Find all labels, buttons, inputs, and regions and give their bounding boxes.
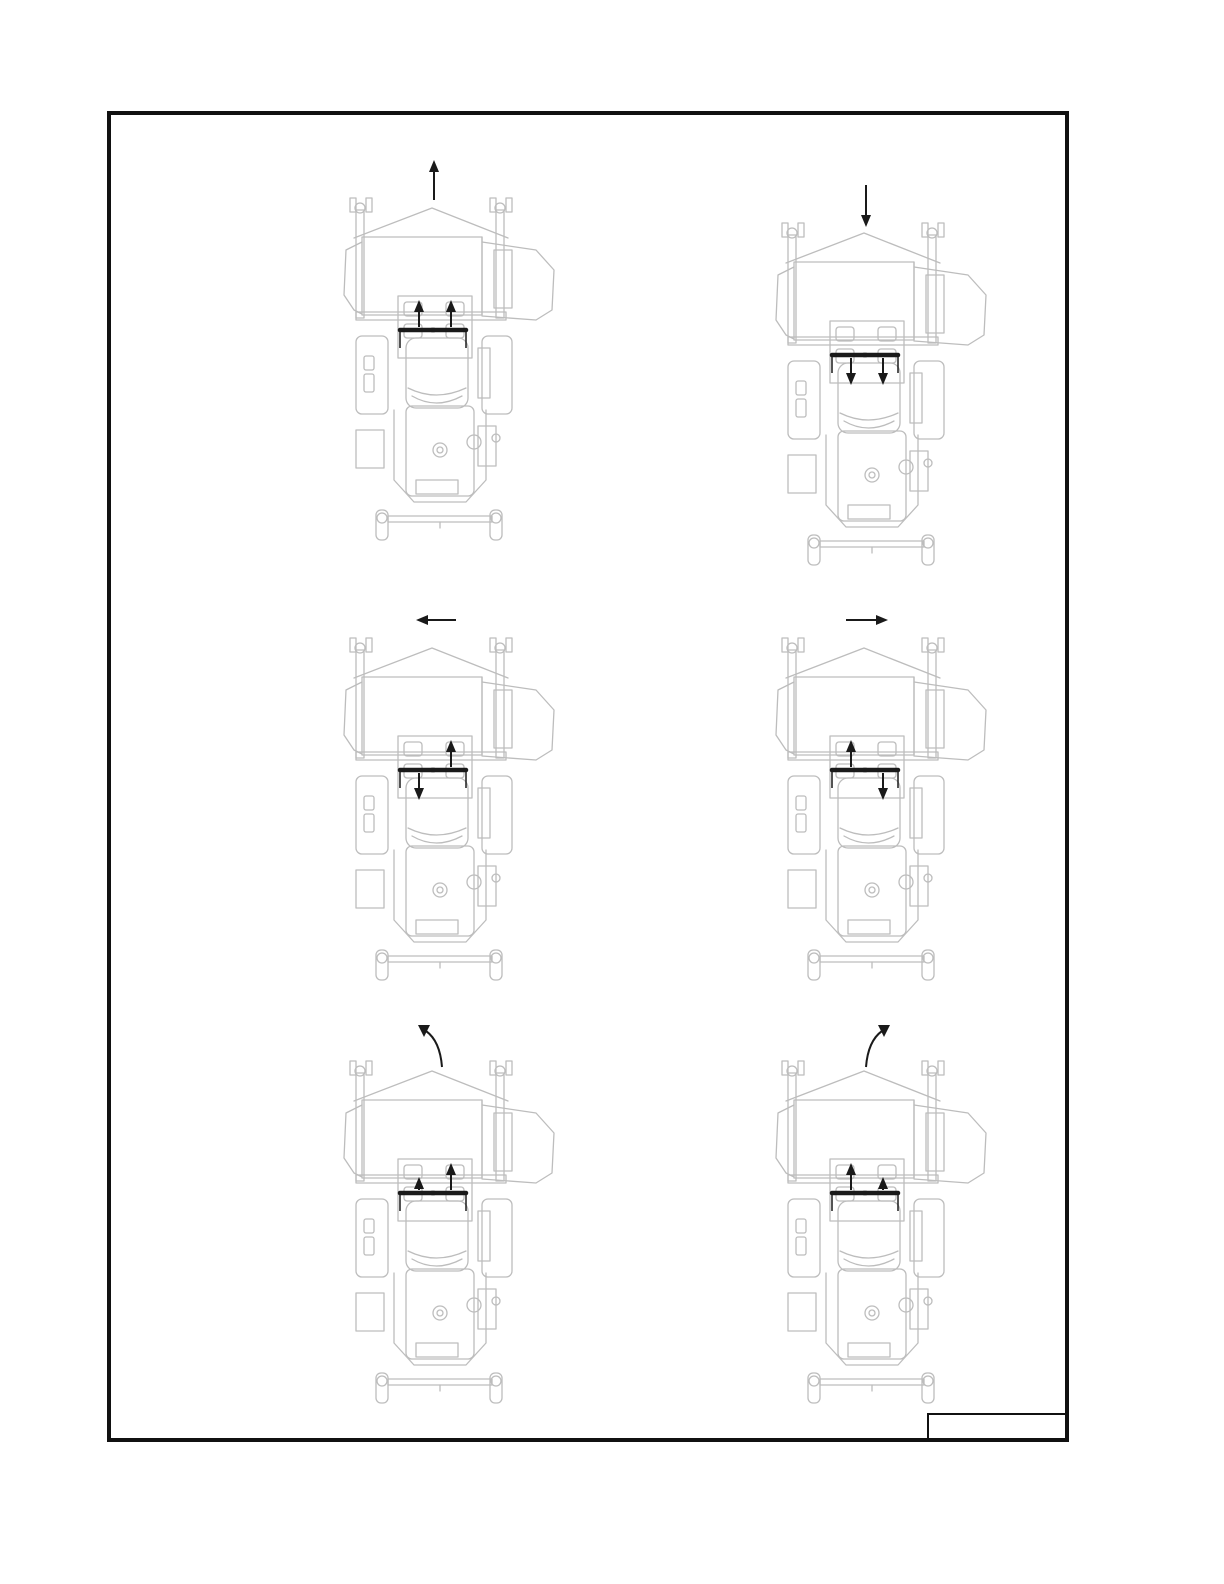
- arrow-head: [861, 215, 871, 227]
- right-control-lever: [864, 770, 898, 800]
- control-diagram-panels: [344, 160, 986, 1403]
- curved-arrow-left-icon: [418, 1025, 442, 1067]
- left-control-lever: [400, 770, 434, 800]
- mower-top-view: [776, 223, 986, 565]
- mower-top-view: [344, 198, 554, 540]
- panel-spin-right: [776, 615, 986, 980]
- title-block: [928, 1414, 1067, 1440]
- arrow-head: [418, 1025, 430, 1037]
- curved-arrow-right-icon: [866, 1025, 890, 1067]
- arrow-right-icon: [846, 615, 888, 625]
- right-control-lever: [864, 1177, 898, 1211]
- panel-turn-right: [776, 1025, 986, 1403]
- arrow-head: [878, 1025, 890, 1037]
- mower-top-view: [776, 638, 986, 980]
- arrow-left-icon: [416, 615, 456, 625]
- panel-forward: [344, 160, 554, 540]
- mower-top-view: [776, 1061, 986, 1403]
- panel-reverse: [776, 185, 986, 565]
- arrow-down-icon: [861, 185, 871, 227]
- mower-top-view: [344, 638, 554, 980]
- panel-spin-left: [344, 615, 554, 980]
- arrow-head: [416, 615, 428, 625]
- arrow-head: [876, 615, 888, 625]
- left-control-lever: [400, 1177, 434, 1211]
- left-control-lever: [832, 355, 866, 385]
- arrow-up-icon: [429, 160, 439, 200]
- right-control-lever: [864, 355, 898, 385]
- mower-top-view: [344, 1061, 554, 1403]
- panel-turn-left: [344, 1025, 554, 1403]
- arrow-head: [429, 160, 439, 172]
